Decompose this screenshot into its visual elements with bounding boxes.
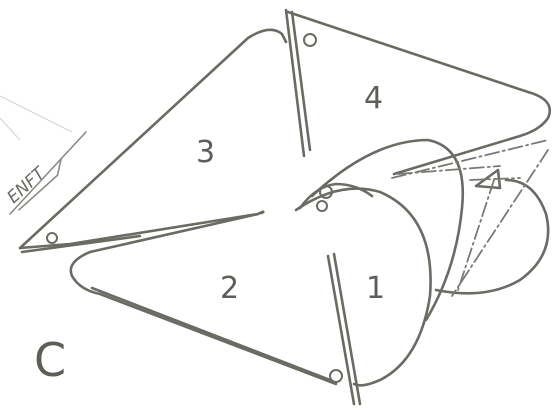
faint-guide-lines [0,96,72,140]
triangle-3-base [20,212,263,248]
corner-letter: C [34,333,66,387]
hole-triangle-2 [330,370,342,382]
triangle-2-inner-edge [92,288,330,380]
hole-triangle-4 [304,34,316,46]
part-number-1: 1 [366,271,385,306]
part-number-4: 4 [364,81,383,116]
triangle-1-curl [296,189,431,386]
center-pivot-hole-2 [317,201,327,211]
edge-text-group: ENFT [4,149,68,210]
construction-lines [392,140,548,296]
part-number-3: 3 [196,135,215,170]
edge-text: ENFT [4,163,51,208]
hole-triangle-3 [47,233,57,243]
edge-text-bracket [10,132,86,214]
part-number-2: 2 [220,271,239,306]
